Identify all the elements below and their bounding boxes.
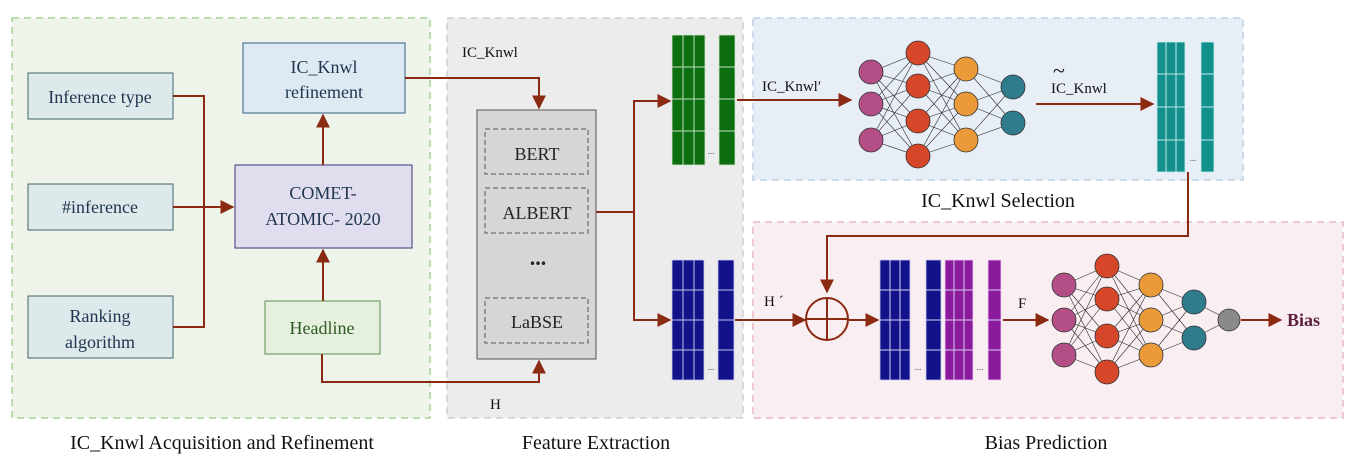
network-node [953, 56, 979, 82]
network-node [1138, 272, 1164, 298]
blue-vector-ellipsis: ... [708, 362, 715, 372]
teal-vector-ellipsis: ... [1190, 153, 1197, 163]
network-connection [870, 71, 919, 157]
encoder-labse-label: LaBSE [511, 312, 563, 332]
headline-box [264, 300, 381, 355]
num-inference-label: #inference [62, 197, 138, 217]
network-node [905, 108, 931, 134]
network-node [1138, 307, 1164, 333]
encoder-labse-box [484, 297, 589, 344]
label-h-prime: H ´ [764, 294, 784, 310]
network-connection [1063, 284, 1108, 373]
network-connection [870, 52, 919, 141]
network-node [1051, 307, 1077, 333]
sum-operator-icon [805, 297, 849, 341]
prediction-network [1051, 253, 1241, 385]
encoder-block [476, 109, 597, 360]
ranking-algorithm-box [27, 295, 174, 359]
network-node [1138, 342, 1164, 368]
network-node [858, 91, 884, 117]
encoder-bert-label: BERT [515, 144, 560, 164]
network-node [1094, 253, 1120, 279]
network-node [1181, 289, 1207, 315]
headline-label: Headline [290, 318, 355, 338]
arrow-ranking [173, 207, 205, 328]
arrow-refine-to-encoder [405, 77, 546, 110]
comet-label-line2: ATOMIC- 2020 [265, 209, 380, 229]
comet-box [234, 164, 413, 249]
network-connection [1063, 265, 1108, 356]
arrow-encoder-fork-lower [633, 212, 672, 327]
inference-type-box [27, 72, 174, 120]
inference-type-label: Inference type [48, 87, 151, 107]
encoder-albert-label: ALBERT [503, 203, 572, 223]
encoder-ellipsis: ... [530, 245, 547, 270]
network-node [905, 40, 931, 66]
refinement-label-line2: refinement [285, 82, 363, 102]
concatenated-vectors: ... ... [879, 259, 1002, 381]
label-h: H [490, 397, 501, 413]
blue-embedding-vectors: ... [671, 259, 735, 381]
concat-purple-ellipsis: ... [977, 362, 984, 372]
section-label-prediction: Bias Prediction [985, 432, 1108, 454]
ranking-label-line2: algorithm [65, 332, 135, 352]
arrow-headline-to-encoder [321, 354, 546, 383]
arrow-encoder-fork [596, 94, 672, 213]
network-node [1094, 323, 1120, 349]
ranking-label-line1: Ranking [70, 306, 131, 326]
network-node [858, 127, 884, 153]
label-ic-knwl-tilde: IC_Knwl [1051, 81, 1107, 97]
selection-network [858, 40, 1026, 169]
green-vector [671, 34, 706, 166]
network-node [953, 127, 979, 153]
green-vector [718, 34, 736, 166]
network-node [1094, 286, 1120, 312]
label-tilde-mark: ~ [1053, 58, 1065, 83]
network-node [953, 91, 979, 117]
network-node [1181, 325, 1207, 351]
network-connection [1106, 284, 1152, 373]
label-ic-knwl: IC_Knwl [462, 45, 518, 61]
network-node [1051, 272, 1077, 298]
green-embedding-vectors: ... [671, 34, 736, 166]
encoder-bert-box [484, 128, 589, 175]
green-vector-ellipsis: ... [708, 146, 715, 156]
encoder-albert-box [484, 187, 589, 234]
network-connection [917, 68, 967, 157]
section-label-feature: Feature Extraction [522, 432, 670, 454]
network-connection [917, 52, 967, 141]
arrow-inference-type [173, 95, 205, 207]
comet-label-line1: COMET- [289, 183, 356, 203]
network-node [1217, 308, 1241, 332]
label-f: F [1018, 296, 1026, 312]
network-node [1000, 74, 1026, 100]
section-label-acquisition: IC_Knwl Acquisition and Refinement [70, 432, 374, 454]
num-inference-box [27, 183, 174, 231]
arrow-teal-to-sum [820, 172, 1189, 294]
network-node [905, 143, 931, 169]
refinement-label-line1: IC_Knwl [291, 57, 358, 77]
concat-blue-ellipsis: ... [915, 362, 922, 372]
network-node [858, 59, 884, 85]
label-ic-knwl-prime: IC_Knwl′ [762, 79, 821, 95]
network-node [1051, 342, 1077, 368]
bias-output-label: Bias [1287, 310, 1320, 330]
section-label-selection: IC_Knwl Selection [921, 190, 1075, 212]
network-node [1000, 110, 1026, 136]
network-node [1094, 359, 1120, 385]
teal-selected-vectors: ... [1156, 41, 1215, 173]
refinement-box [242, 42, 406, 114]
network-node [905, 73, 931, 99]
